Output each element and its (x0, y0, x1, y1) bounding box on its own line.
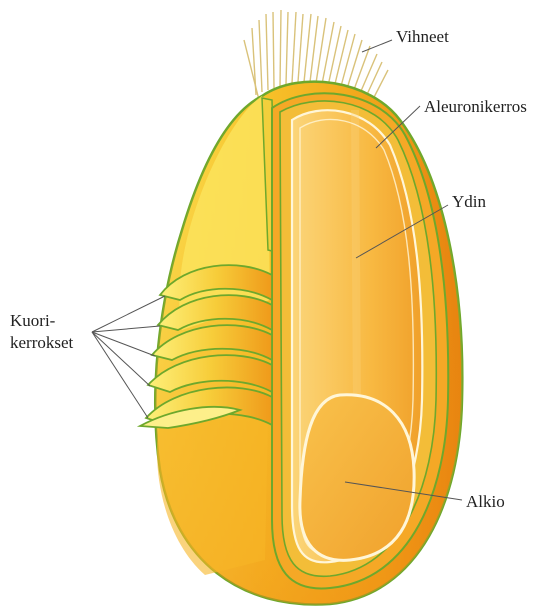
leader-awns (362, 40, 392, 52)
label-aleurone: Aleuronikerros (424, 97, 527, 116)
label-embryo: Alkio (466, 492, 505, 511)
leader-husk-3 (92, 332, 155, 356)
leader-husk-5 (92, 332, 148, 418)
embryo-region (300, 395, 414, 561)
label-husk-line2: kerrokset (10, 333, 74, 352)
label-husk-line1: Kuori- (10, 311, 56, 330)
label-endosperm: Ydin (452, 192, 487, 211)
leader-husk-4 (92, 332, 150, 386)
label-awns: Vihneet (396, 27, 449, 46)
